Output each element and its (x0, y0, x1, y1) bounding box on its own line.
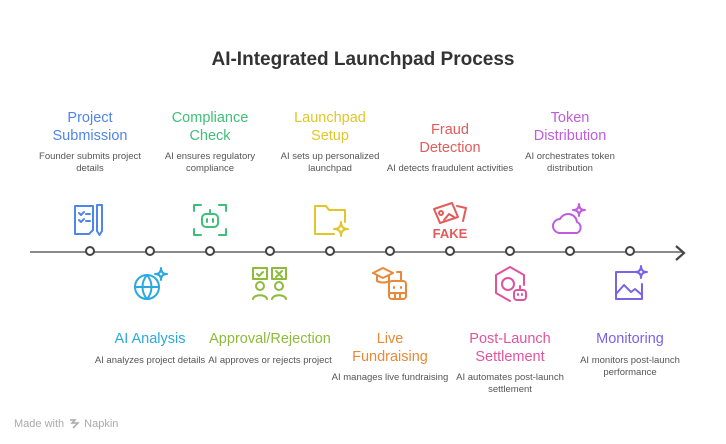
footer-made-with: Made with (14, 418, 65, 430)
graduation-robot-icon (370, 264, 410, 304)
step-title-line: Post-Launch (469, 331, 551, 347)
step-title: Monitoring (565, 331, 695, 349)
napkin-logo-icon (70, 419, 80, 429)
timeline-node (265, 246, 275, 256)
step-description: AI automates post-launch settlement (456, 372, 564, 395)
step-description: AI monitors post-launch performance (580, 354, 680, 378)
step-title-line: Distribution (533, 127, 607, 144)
step-title-line: AI Analysis (114, 331, 186, 347)
timeline-node (565, 246, 575, 256)
timeline-node (325, 246, 335, 256)
timeline-node (85, 246, 95, 256)
step-title: Approval/Rejection (205, 331, 335, 349)
step-title-line: Approval/Rejection (209, 331, 331, 347)
step-description: AI ensures regulatory compliance (164, 151, 256, 174)
timeline-node (145, 246, 155, 256)
footer-brand: Napkin (84, 418, 119, 430)
step-title-line: Check (189, 127, 231, 144)
timeline-node (205, 246, 215, 256)
step-title-line: Settlement (475, 348, 545, 365)
globe-sparkle-icon (130, 264, 170, 304)
step-approval-rejection: Approval/Rejection AI approves or rejects… (205, 331, 335, 367)
timeline-node (445, 246, 455, 256)
timeline-axis (30, 251, 682, 253)
step-title-line: Launchpad (294, 110, 366, 126)
step-description: AI orchestrates token distribution (525, 151, 615, 174)
footer: Made with Napkin (14, 418, 118, 430)
hexagon-robot-icon (490, 264, 530, 304)
step-title-line: Fundraising (352, 348, 428, 365)
fake-label: FAKE (433, 226, 468, 240)
step-description: AI sets up personalized launchpad (280, 151, 380, 174)
image-sparkle-icon (610, 264, 650, 304)
step-title-line: Token (550, 110, 590, 126)
checklist-pen-icon (70, 200, 110, 240)
step-title: AI Analysis (85, 331, 215, 349)
diagram-title: AI-Integrated Launchpad Process (211, 49, 515, 70)
step-description: AI manages live fundraising (331, 372, 449, 383)
fake-image-icon: FAKE (430, 200, 470, 241)
step-description: Founder submits project details (39, 151, 141, 174)
step-title-line: Fraud (431, 122, 469, 138)
cloud-sparkle-icon (550, 200, 590, 240)
folder-sparkle-icon (310, 200, 350, 240)
step-title-line: Submission (52, 127, 128, 144)
step-description: AI detects fraudulent activities (386, 163, 514, 174)
timeline-node (505, 246, 515, 256)
step-description: AI approves or rejects project (208, 354, 332, 366)
step-monitoring: Monitoring AI monitors post-launch perfor… (565, 331, 695, 379)
step-description: AI analyzes project details (94, 354, 206, 366)
step-title-line: Live (376, 331, 404, 347)
arrow-head-icon (675, 245, 686, 261)
robot-scan-icon (190, 200, 230, 240)
step-title-line: Setup (311, 127, 349, 144)
timeline-node (385, 246, 395, 256)
step-title-line: Compliance (171, 110, 249, 126)
approve-reject-people-icon (250, 264, 290, 304)
timeline-node (625, 246, 635, 256)
step-title-line: Project (67, 110, 113, 126)
step-title-line: Detection (419, 139, 481, 156)
step-ai-analysis: AI Analysis AI analyzes project details (85, 331, 215, 367)
step-title-line: Monitoring (596, 331, 664, 347)
